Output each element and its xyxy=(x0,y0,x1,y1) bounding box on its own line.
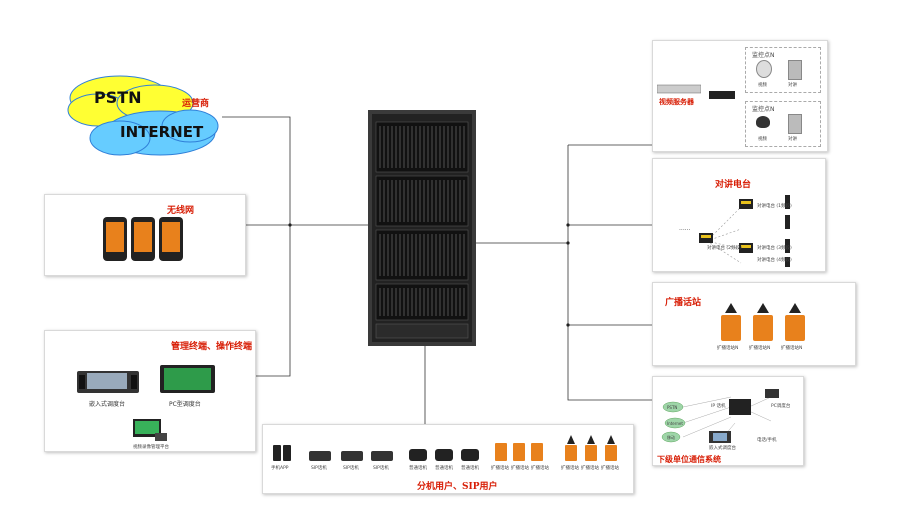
switch-icon xyxy=(709,91,735,99)
user-device-labels: 手机APP SIP话机 SIP话机 SIP话机 普通话机 普通话机 普通话机 扩… xyxy=(263,465,633,473)
user-label: 普通话机 xyxy=(409,466,427,471)
radio-r4: 对讲电台 (4频段) xyxy=(757,258,792,263)
lower-internet: Internet xyxy=(667,421,683,426)
point2-intercom: 对讲 xyxy=(788,137,797,142)
lower-unit-graphic xyxy=(661,389,779,443)
embedded-console-image xyxy=(77,367,139,399)
video-server-panel: 视频服务器 监控点N 视频 对讲 监控点N 视频 对讲 xyxy=(652,40,828,152)
lower-gsm: 移动 xyxy=(667,435,675,440)
point1-intercom: 对讲 xyxy=(788,83,797,88)
radio-panel: 对讲电台 ...... 对讲电台 (1频段) 对讲电台 (2频段) 对讲电台 (… xyxy=(652,158,826,272)
wireless-panel: 无线网 xyxy=(44,194,246,276)
management-title: 管理终端、操作终端 xyxy=(171,342,253,352)
point2-video: 视频 xyxy=(758,137,767,142)
lower-unit-panel: PSTN Internet 移动 IP 话机 PC调度台 嵌入式调度台 电话/手… xyxy=(652,376,804,466)
monitor-point-2: 监控点N 视频 对讲 xyxy=(745,101,821,147)
wireless-title: 无线网 xyxy=(167,206,195,216)
video-platform-image xyxy=(133,419,169,447)
broadcast-title: 广播话站 xyxy=(665,298,702,308)
monitor-point-1: 监控点N 视频 对讲 xyxy=(745,47,821,93)
lower-title: 下级单位通信系统 xyxy=(657,454,721,464)
switch-device xyxy=(709,85,735,104)
radio-r3: 对讲电台 (3频段) xyxy=(757,246,792,251)
radio-r1: 对讲电台 (1频段) xyxy=(757,204,792,209)
radio-r2: 对讲电台 (2频段) xyxy=(707,246,742,251)
pc-console-image xyxy=(160,365,215,401)
users-panel: 手机APP SIP话机 SIP话机 SIP话机 普通话机 普通话机 普通话机 扩… xyxy=(262,424,634,494)
intercom-panel-icon-2 xyxy=(788,114,802,134)
pc-console-icon xyxy=(160,365,215,393)
user-devices xyxy=(273,435,617,461)
user-label: 手机APP xyxy=(271,466,289,471)
carrier-label: 运营商 xyxy=(182,99,210,109)
embedded-console-icon xyxy=(77,371,139,393)
broadcast-stations xyxy=(721,303,805,341)
cloud-shape xyxy=(67,75,219,156)
user-label: 普通话机 xyxy=(461,466,479,471)
radio-network xyxy=(699,195,790,267)
pstn-internet-cloud: PSTN INTERNET xyxy=(60,68,225,163)
broadcast-panel: 广播话站 扩播话站N 扩播话站N 扩播话站N xyxy=(652,282,856,366)
management-panel: 管理终端、操作终端 嵌入式调度台 PC型调度台 视频录像管理平台 xyxy=(44,330,256,452)
user-label: 扩播话站 xyxy=(491,466,509,471)
dome-camera-icon xyxy=(756,116,770,128)
user-label: 扩播话站 xyxy=(601,466,619,471)
user-label: 扩播话站 xyxy=(561,466,579,471)
pstn-label: PSTN xyxy=(94,88,142,107)
broadcast-s1: 扩播话站N xyxy=(717,346,739,351)
rugged-phone-icons xyxy=(103,217,183,261)
broadcast-s3: 扩播话站N xyxy=(781,346,803,351)
point1-video: 视频 xyxy=(758,83,767,88)
user-label: 扩播话站 xyxy=(581,466,599,471)
rugged-phones xyxy=(101,215,186,267)
radio-title: 对讲电台 xyxy=(715,180,752,190)
user-label: 扩播话站 xyxy=(511,466,529,471)
user-label: 扩播话站 xyxy=(531,466,549,471)
video-platform-icon xyxy=(133,419,167,441)
user-label: SIP话机 xyxy=(311,466,327,471)
lower-phone: 电话/手机 xyxy=(757,438,777,443)
intercom-panel-icon xyxy=(788,60,802,80)
point1-label: 监控点N xyxy=(752,52,775,59)
broadcast-s2: 扩播话站N xyxy=(749,346,771,351)
central-server-rack xyxy=(368,110,476,346)
lower-embedded: 嵌入式调度台 xyxy=(709,446,736,451)
video-server-label: 视频服务器 xyxy=(659,97,694,106)
point2-label: 监控点N xyxy=(752,106,775,113)
platform-caption: 视频录像管理平台 xyxy=(133,445,169,450)
rack-graphic xyxy=(368,110,476,346)
lower-pc: PC调度台 xyxy=(771,404,791,409)
lower-ip: IP 话机 xyxy=(711,404,726,409)
radio-dots: ...... xyxy=(679,225,691,232)
user-label: SIP话机 xyxy=(373,466,389,471)
lower-pstn: PSTN xyxy=(667,405,678,410)
internet-label: INTERNET xyxy=(120,123,204,141)
pc-caption: PC型调度台 xyxy=(169,401,201,408)
users-title: 分机用户、SIP用户 xyxy=(417,482,498,492)
embedded-caption: 嵌入式调度台 xyxy=(89,401,126,408)
server-device-icon xyxy=(656,84,702,94)
user-label: SIP话机 xyxy=(343,466,359,471)
ptz-camera-icon xyxy=(756,60,772,78)
user-label: 普通话机 xyxy=(435,466,453,471)
